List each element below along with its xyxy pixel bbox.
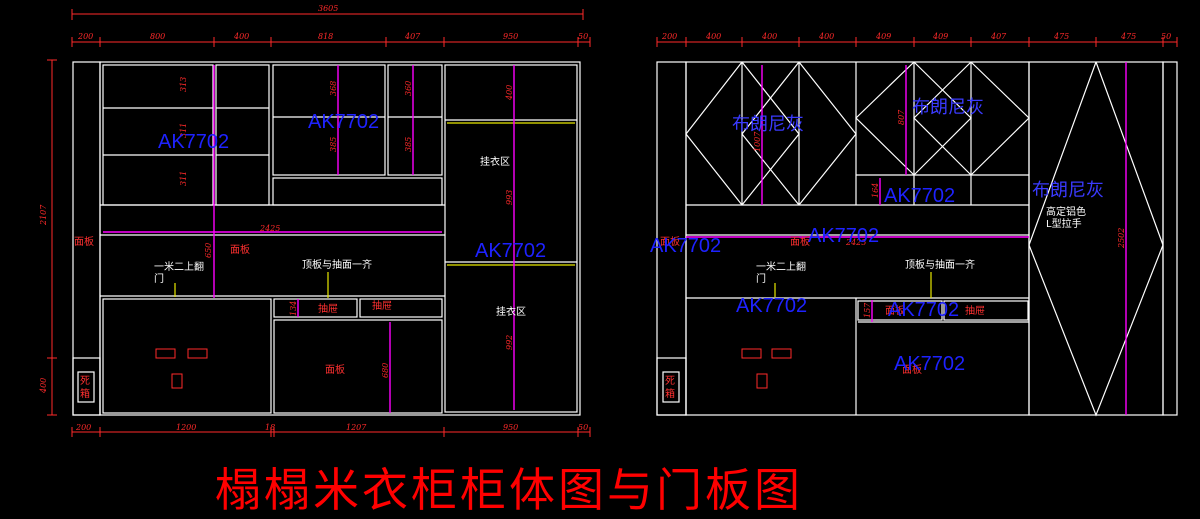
dim-bottom-1: 1200	[176, 423, 196, 432]
label-mianban-lower: 面板	[325, 363, 345, 376]
label-drawer-2: 抽屉	[372, 299, 392, 312]
label-handle-2: L型拉手	[1046, 217, 1082, 230]
dim-shelf-2: 311	[179, 123, 188, 138]
dim-shelf-1: 313	[179, 77, 188, 92]
label-xiang: 箱	[80, 387, 90, 400]
dim-height-bottom: 400	[39, 378, 48, 394]
label-hanging-1: 挂衣区	[480, 155, 510, 168]
dim-width-2425: 2425	[259, 224, 280, 233]
dim-134: 134	[289, 301, 298, 316]
label-drawer-1: 抽屉	[318, 302, 338, 315]
label-mianban-middle: 面板	[230, 243, 250, 256]
watermark-3: AK7702	[475, 240, 546, 262]
watermark-1: AK7702	[158, 131, 229, 153]
dim-bottom-0: 200	[75, 423, 91, 432]
dim-right-1: 400	[505, 85, 514, 101]
dim-door-top-9: 50	[1161, 32, 1171, 41]
watermark-2: AK7702	[308, 111, 379, 133]
dim-680: 680	[381, 363, 390, 378]
label-door-drawer: 抽屉	[965, 304, 985, 317]
watermark-door-5: AK7702	[888, 299, 959, 321]
watermark-door-1: AK7702	[650, 235, 721, 257]
dim-mid-1: 368	[329, 81, 338, 96]
left-carcass-drawing: 3605 200 800 400 818 407 950 50 2107 400	[39, 4, 591, 437]
dim-top-6: 50	[578, 32, 588, 41]
dim-door-top-1: 400	[705, 32, 721, 41]
dim-door-top-3: 400	[818, 32, 834, 41]
page-title: 榻榻米衣柜柜体图与门板图	[215, 463, 803, 517]
label-door-mianban-4: 面板	[902, 363, 922, 376]
dim-door-164: 164	[871, 183, 880, 198]
dim-door-top-5: 409	[932, 32, 948, 41]
label-door-si: 死	[665, 376, 675, 387]
dim-total-width: 3605	[318, 4, 338, 13]
dim-height-total: 2107	[39, 204, 48, 226]
watermark-door-2: AK7702	[808, 225, 879, 247]
dim-door-top-4: 409	[875, 32, 891, 41]
dim-bottom-2: 18	[265, 423, 275, 432]
label-color-2: 布朗尼灰	[912, 97, 984, 118]
dim-door-top-8: 475	[1120, 32, 1136, 41]
label-door-mianban-1: 面板	[660, 235, 680, 248]
dim-top-3: 818	[318, 32, 333, 41]
dim-top-0: 200	[77, 32, 93, 41]
dim-door-top-2: 400	[761, 32, 777, 41]
dim-mid-2: 385	[329, 137, 338, 152]
label-si: 死	[80, 376, 90, 387]
dim-650: 650	[204, 243, 213, 258]
dim-top-5: 950	[503, 32, 518, 41]
dim-door-157: 157	[863, 302, 872, 318]
label-door-mianban-2: 面板	[790, 235, 810, 248]
dim-mid-4: 385	[404, 137, 413, 152]
label-door-dingban: 顶板与抽面一齐	[905, 258, 975, 271]
label-door-mianban-3: 面板	[885, 304, 905, 317]
label-handle-1: 高定铝色	[1046, 205, 1086, 218]
dim-door-top-0: 200	[661, 32, 677, 41]
dim-top-2: 400	[233, 32, 249, 41]
watermark-door-6: AK7702	[894, 353, 965, 375]
label-mianban-side: 面板	[74, 235, 94, 248]
dim-door-2425: 2425	[845, 238, 866, 247]
label-hanging-2: 挂衣区	[496, 305, 526, 318]
dim-shelf-3: 311	[179, 171, 188, 186]
dim-bottom-5: 50	[578, 423, 588, 432]
dim-door-807: 807	[897, 109, 906, 125]
label-yimi-shangfan: 一米二上翻	[154, 260, 204, 273]
dim-mid-3: 360	[404, 81, 413, 96]
dim-door-top-7: 475	[1053, 32, 1069, 41]
dim-right-3: 992	[505, 335, 514, 350]
watermark-door-4: AK7702	[884, 185, 955, 207]
right-door-drawing: 200 400 400 400 409 409 407 475 475 50	[650, 32, 1178, 417]
dim-bottom-4: 950	[503, 423, 518, 432]
dim-door-1007: 1007	[753, 131, 762, 152]
dim-door-top-6: 407	[990, 32, 1007, 41]
dim-bottom-3: 1207	[346, 423, 367, 432]
label-color-1: 布朗尼灰	[732, 114, 804, 135]
watermark-door-3: AK7702	[736, 295, 807, 317]
label-dingban: 顶板与抽面一齐	[302, 258, 372, 271]
label-door-yimi: 一米二上翻	[756, 260, 806, 273]
dim-top-1: 800	[150, 32, 165, 41]
label-men: 门	[154, 272, 164, 285]
dim-door-2502: 2502	[1117, 228, 1126, 249]
label-door-men: 门	[756, 272, 766, 285]
dim-top-4: 407	[404, 32, 421, 41]
label-door-xiang: 箱	[665, 387, 675, 400]
label-color-3: 布朗尼灰	[1032, 180, 1104, 201]
dim-right-2: 993	[505, 190, 514, 205]
